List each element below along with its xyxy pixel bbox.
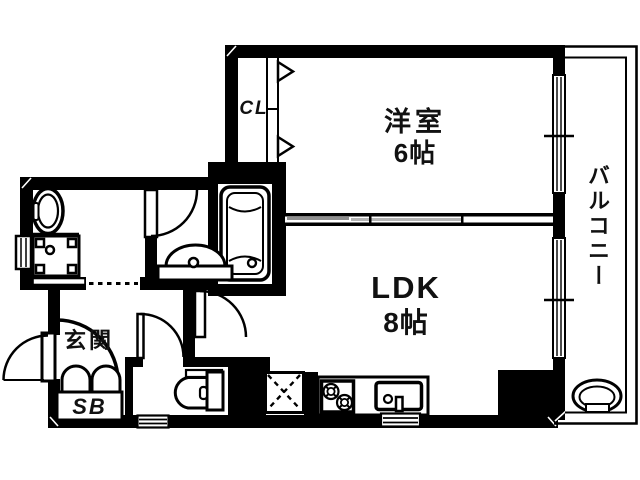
entrance-area — [2, 318, 124, 422]
toilet-door hinged-door-icon — [136, 312, 185, 360]
closet-folding-door-icon — [266, 56, 296, 164]
washroom — [143, 188, 234, 282]
shoe-box-icon — [55, 364, 124, 422]
kitchen — [264, 371, 430, 428]
western-room-size-label: 6帖 — [393, 138, 437, 168]
bathroom — [218, 184, 272, 284]
washroom-door hinged-door-icon — [143, 188, 199, 239]
western-room-label: 洋室 — [384, 107, 446, 137]
accordion-door-icon — [32, 277, 140, 290]
wall-miters — [21, 45, 567, 427]
kitchen-sink-icon — [374, 380, 424, 413]
washbasin-icon — [156, 243, 234, 282]
refrigerator-space-icon — [264, 371, 305, 414]
gas-stove-icon — [319, 379, 356, 414]
toilet-icon — [31, 186, 79, 236]
sink-vent-icon — [379, 412, 422, 428]
slop-sink-icon — [571, 378, 623, 414]
ldk-label: LDK — [371, 270, 441, 305]
vent-window-icon — [136, 414, 170, 429]
washing-machine-icon — [31, 234, 81, 278]
balcony-outline — [553, 45, 638, 425]
balcony-window-upper window-icon — [544, 74, 574, 194]
balcony-window-lower window-icon — [544, 237, 574, 359]
closet-label: CL — [239, 98, 269, 119]
bathtub-icon — [219, 185, 271, 282]
shoe-box-label: SB — [72, 394, 107, 419]
toilet-laundry-room — [14, 186, 140, 290]
side-window-icon — [14, 234, 33, 271]
entrance-label: 玄関 — [63, 328, 114, 353]
balcony-label: バルコニー — [585, 164, 610, 289]
sliding-partition-icon — [285, 213, 553, 226]
ldk-size-label: 8帖 — [383, 307, 429, 338]
toilet-room — [136, 368, 225, 429]
ldk-door hinged-door-icon — [193, 289, 248, 339]
toilet-icon — [173, 368, 225, 412]
